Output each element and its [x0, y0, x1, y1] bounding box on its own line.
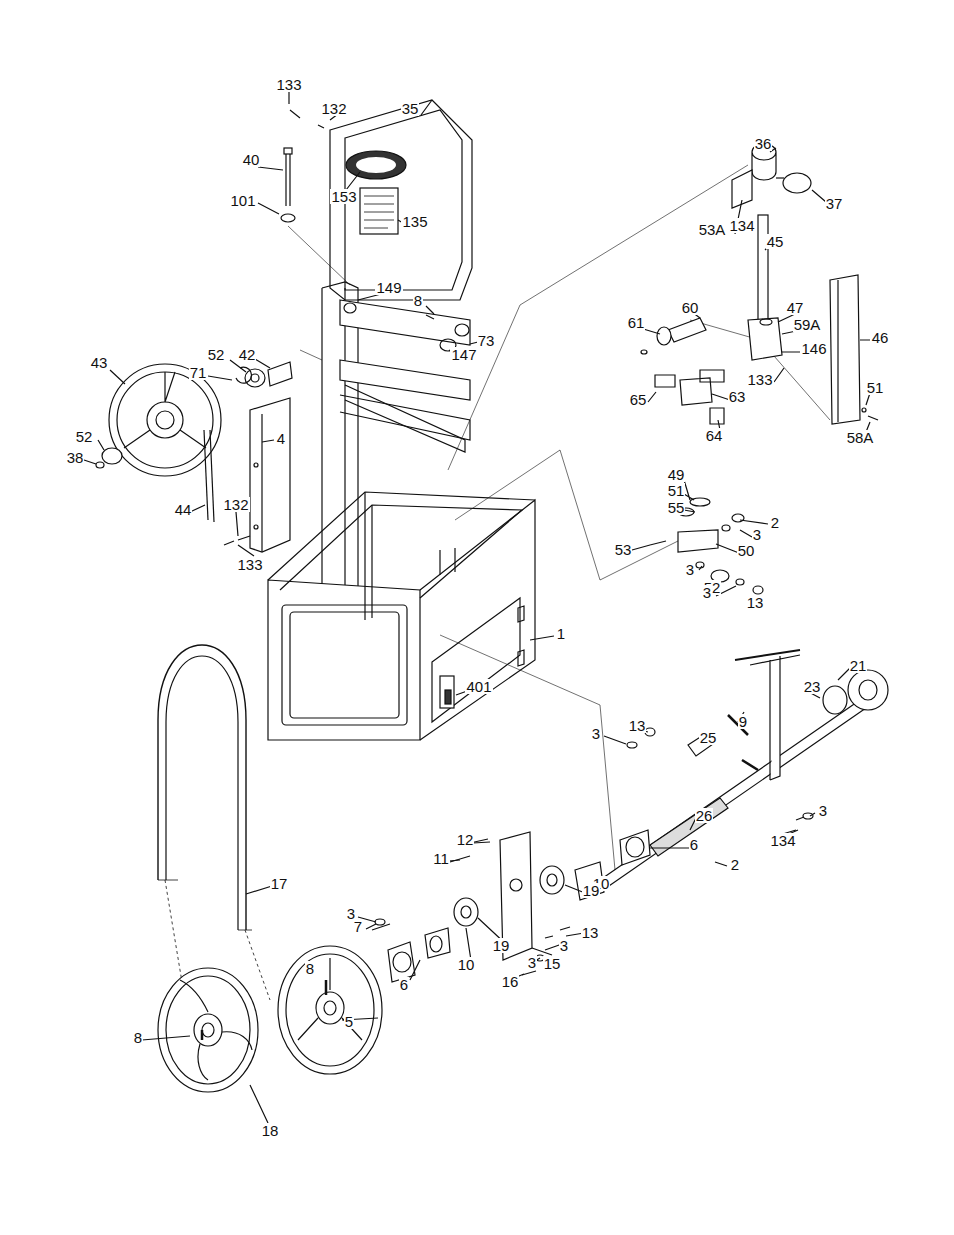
callout-number: 146 — [800, 341, 827, 356]
callout-number: 45 — [766, 234, 785, 249]
callout-number: 10 — [457, 957, 476, 972]
callout-number: 21 — [849, 658, 868, 673]
callout-number: 40 — [242, 152, 261, 167]
callout-number: 55 — [667, 500, 686, 515]
callout-number: 53 — [614, 542, 633, 557]
callout-number: 401 — [465, 679, 492, 694]
callout-number: 50 — [737, 543, 756, 558]
callout-number: 7 — [353, 919, 363, 934]
callout-number: 133 — [275, 77, 302, 92]
callout-number: 61 — [627, 315, 646, 330]
callout-number: 3 — [685, 562, 695, 577]
callout-number: 2 — [770, 515, 780, 530]
callout-number: 3 — [527, 955, 537, 970]
callout-number: 3 — [559, 938, 569, 953]
callout-number: 53A — [698, 222, 727, 237]
callout-number: 9 — [738, 714, 748, 729]
callout-number: 4 — [276, 431, 286, 446]
callout-number: 19 — [582, 883, 601, 898]
callout-number: 19 — [492, 938, 511, 953]
callout-number: 134 — [728, 218, 755, 233]
callout-number: 51 — [667, 483, 686, 498]
callout-number: 149 — [375, 280, 402, 295]
callout-number: 132 — [222, 497, 249, 512]
callout-number: 17 — [270, 876, 289, 891]
callout-number: 153 — [330, 189, 357, 204]
callout-number: 135 — [401, 214, 428, 229]
callout-number: 16 — [501, 974, 520, 989]
callout-number: 5 — [344, 1014, 354, 1029]
callout-number: 132 — [320, 101, 347, 116]
callout-number: 38 — [66, 450, 85, 465]
callout-number: 133 — [746, 372, 773, 387]
callout-number: 1 — [556, 626, 566, 641]
callout-number: 65 — [629, 392, 648, 407]
callout-number: 8 — [305, 961, 315, 976]
callout-number: 49 — [667, 467, 686, 482]
callout-number: 44 — [174, 502, 193, 517]
callout-number: 133 — [236, 557, 263, 572]
callout-number: 13 — [746, 595, 765, 610]
callout-number: 59A — [793, 317, 822, 332]
callout-number: 3 — [346, 906, 356, 921]
callout-number: 3 — [591, 726, 601, 741]
callout-number: 2 — [730, 857, 740, 872]
callout-number: 6 — [689, 837, 699, 852]
callout-number: 36 — [754, 136, 773, 151]
callout-number: 8 — [133, 1030, 143, 1045]
callout-number: 51 — [866, 380, 885, 395]
callout-number: 13 — [581, 925, 600, 940]
callout-number: 101 — [229, 193, 256, 208]
callout-number: 52 — [75, 429, 94, 444]
callout-number: 12 — [456, 832, 475, 847]
callout-number: 26 — [695, 808, 714, 823]
callout-number: 60 — [681, 300, 700, 315]
callout-number: 8 — [413, 293, 423, 308]
callout-number: 3 — [702, 585, 712, 600]
callout-number: 3 — [752, 527, 762, 542]
callout-number: 52 — [207, 347, 226, 362]
callout-number: 46 — [871, 330, 890, 345]
callout-number: 47 — [786, 300, 805, 315]
callout-number: 42 — [238, 347, 257, 362]
callout-number: 13 — [628, 718, 647, 733]
callout-number: 58A — [846, 430, 875, 445]
callout-number: 11 — [432, 851, 450, 866]
callout-number: 3 — [818, 803, 828, 818]
callout-number: 25 — [699, 730, 718, 745]
callout-number: 18 — [261, 1123, 280, 1138]
callout-number: 43 — [90, 355, 109, 370]
callout-number: 37 — [825, 196, 844, 211]
callout-number: 63 — [728, 389, 747, 404]
callout-number: 6 — [399, 977, 409, 992]
callout-number: 147 — [450, 347, 477, 362]
callout-number: 35 — [401, 101, 420, 116]
callout-number: 134 — [769, 833, 796, 848]
callout-number: 64 — [705, 428, 724, 443]
callout-number: 73 — [477, 333, 496, 348]
callout-number: 15 — [543, 956, 562, 971]
callout-number: 71 — [189, 365, 208, 380]
callout-number: 23 — [803, 679, 822, 694]
